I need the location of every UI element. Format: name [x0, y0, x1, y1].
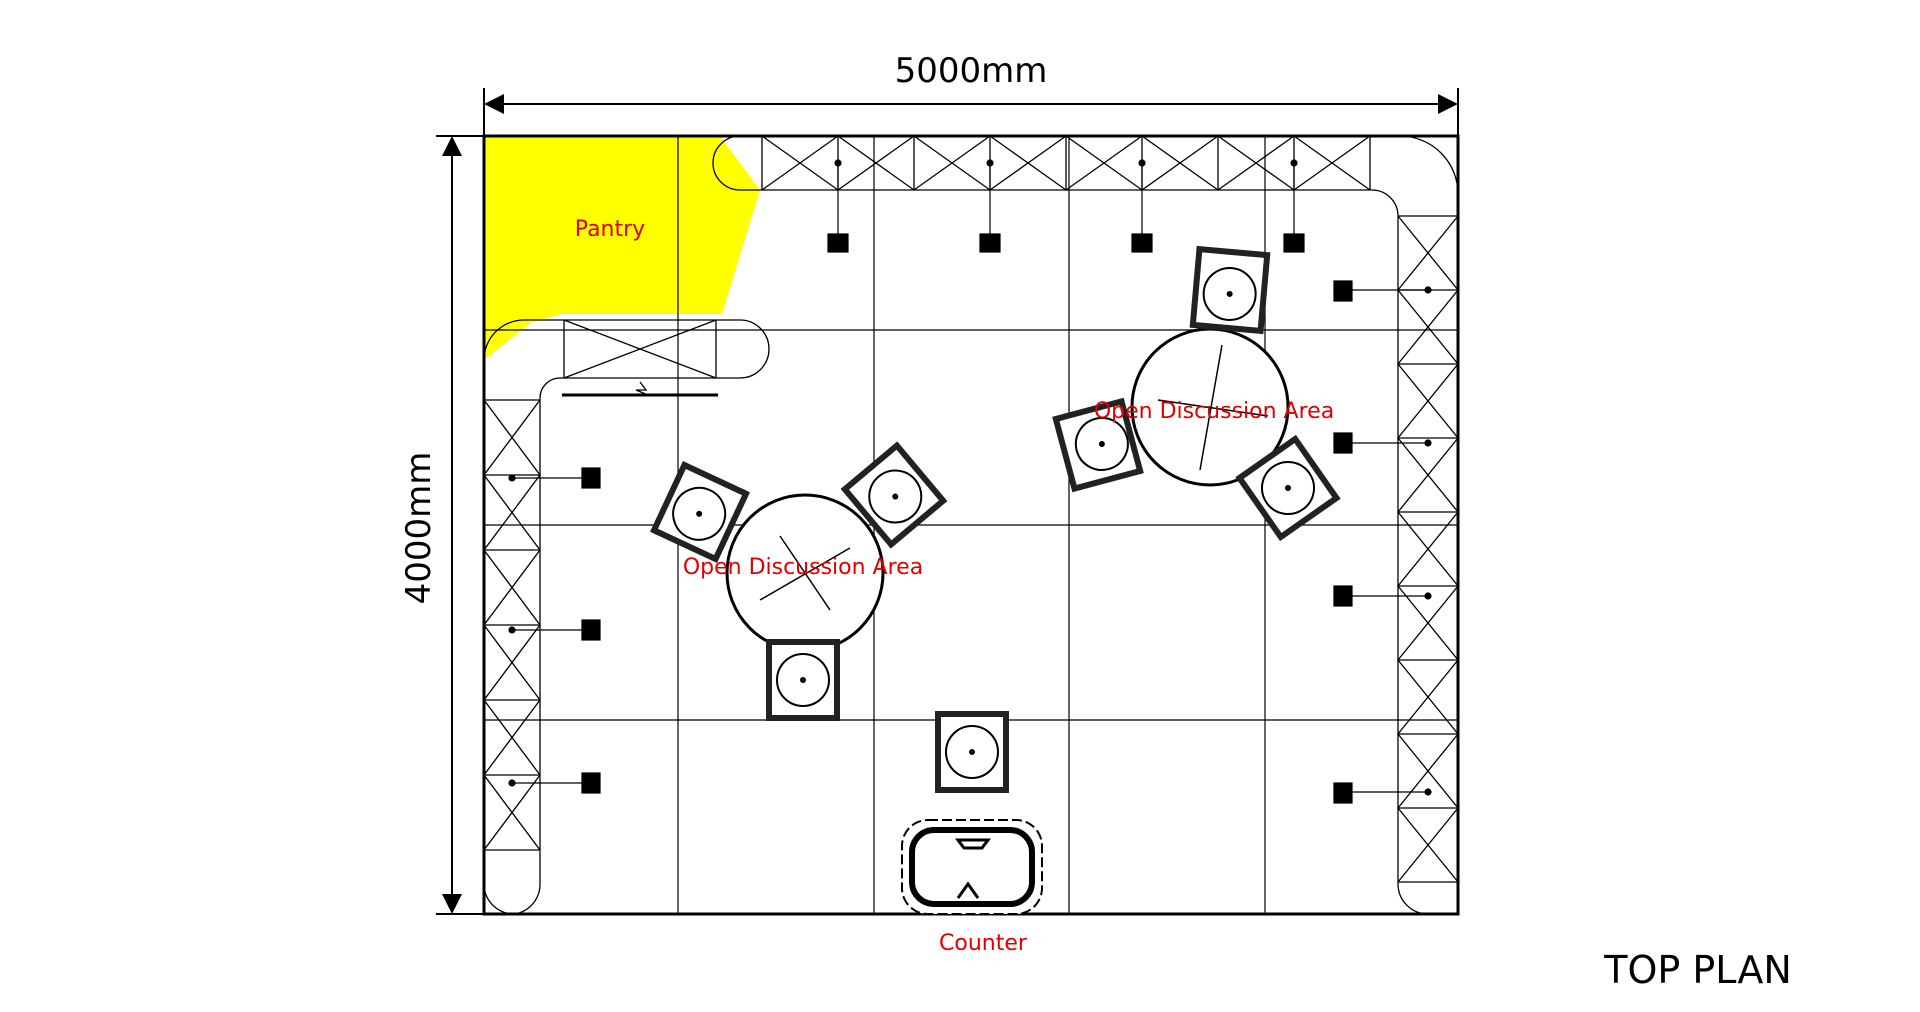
discussion-table-left — [649, 441, 948, 721]
width-dimension-label: 5000mm — [895, 51, 1048, 91]
left-truss — [483, 319, 562, 915]
chair — [649, 461, 751, 563]
discussion-table-right — [1052, 245, 1341, 542]
chair — [1189, 245, 1271, 335]
pantry-label: Pantry — [575, 217, 645, 242]
chair — [840, 441, 948, 549]
height-dimension — [436, 135, 484, 915]
counter — [901, 819, 1043, 915]
pantry-truss — [562, 319, 770, 397]
top-truss — [712, 135, 1459, 217]
chair — [1052, 397, 1144, 493]
spotlights — [508, 159, 1432, 804]
width-dimension — [483, 88, 1459, 136]
right-truss — [1397, 194, 1459, 915]
discussion-area-label-left: Open Discussion Area — [683, 555, 923, 580]
counter-label: Counter — [939, 931, 1028, 956]
chair — [766, 639, 840, 721]
height-dimension-label: 4000mm — [399, 452, 439, 605]
chair — [1235, 434, 1341, 542]
pantry-area — [484, 136, 760, 360]
counter-stool — [935, 711, 1009, 793]
discussion-area-label-right: Open Discussion Area — [1094, 399, 1334, 424]
plan-title: TOP PLAN — [1603, 948, 1792, 992]
